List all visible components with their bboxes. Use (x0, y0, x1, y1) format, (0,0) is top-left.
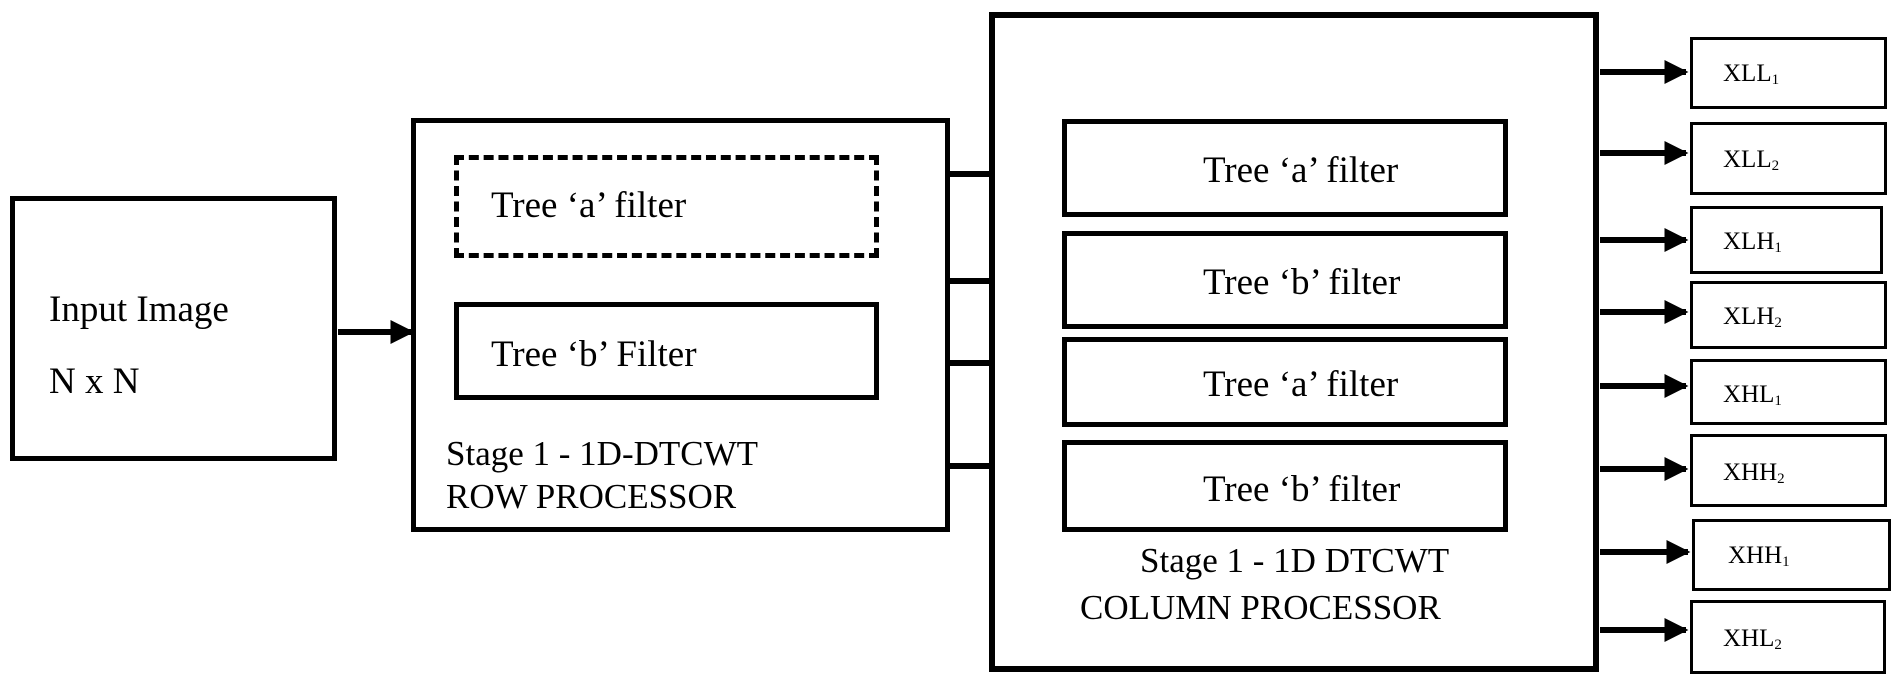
col-filter-2-label: Tree ‘b’ filter (1203, 262, 1401, 303)
column-processor-caption-1: Stage 1 - 1D DTCWT (1140, 541, 1450, 580)
col-filter-1-label: Tree ‘a’ filter (1203, 150, 1399, 191)
row-processor-caption-1: Stage 1 - 1D-DTCWT (446, 434, 759, 473)
col-filter-4: Tree ‘b’ filter (1062, 440, 1508, 532)
output-label-1: XLL1 (1723, 60, 1780, 88)
output-box-8: XHL2 (1690, 600, 1886, 674)
output-label-5: XHL1 (1723, 381, 1782, 409)
column-processor-caption-2: COLUMN PROCESSOR (1080, 588, 1441, 627)
output-box-6: XHH2 (1690, 434, 1887, 507)
row-tree-b-label: Tree ‘b’ Filter (491, 334, 697, 375)
output-box-3: XLH1 (1690, 206, 1883, 274)
input-image-block: Input Image N x N (10, 196, 337, 461)
row-tree-a-label: Tree ‘a’ filter (491, 185, 687, 226)
col-filter-2: Tree ‘b’ filter (1062, 231, 1508, 329)
output-box-4: XLH2 (1690, 281, 1887, 349)
output-label-8: XHL2 (1723, 625, 1782, 653)
row-tree-a-filter: Tree ‘a’ filter (454, 155, 879, 258)
output-label-6: XHH2 (1723, 459, 1785, 487)
row-processor-caption-2: ROW PROCESSOR (446, 477, 737, 516)
output-box-1: XLL1 (1690, 37, 1887, 109)
row-tree-b-filter: Tree ‘b’ Filter (454, 302, 879, 400)
output-label-3: XLH1 (1723, 228, 1782, 256)
output-label-7: XHH1 (1728, 542, 1790, 570)
output-box-7: XHH1 (1692, 519, 1891, 591)
col-filter-3: Tree ‘a’ filter (1062, 337, 1508, 427)
output-label-2: XLL2 (1723, 146, 1780, 174)
input-image-label: Input Image (49, 289, 229, 330)
col-filter-1: Tree ‘a’ filter (1062, 119, 1508, 217)
col-filter-4-label: Tree ‘b’ filter (1203, 469, 1401, 510)
output-box-2: XLL2 (1690, 122, 1887, 195)
output-box-5: XHL1 (1690, 359, 1887, 425)
input-size-label: N x N (49, 361, 140, 402)
col-filter-3-label: Tree ‘a’ filter (1203, 364, 1399, 405)
output-label-4: XLH2 (1723, 303, 1782, 331)
